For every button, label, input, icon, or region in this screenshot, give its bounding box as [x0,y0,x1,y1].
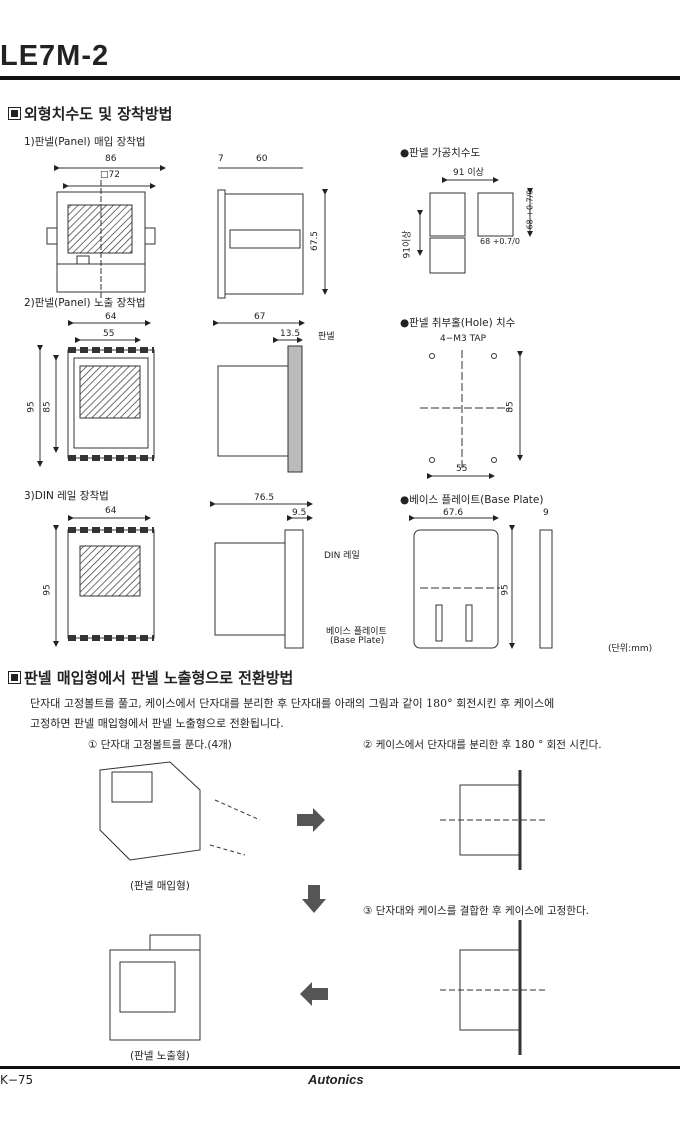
heading-text: 판넬 매입형에서 판넬 노출형으로 전환방법 [24,669,294,687]
dim: 64 [105,506,117,516]
dim: 91이상 [402,230,413,259]
surface-side-view [213,320,305,473]
dim: 67.6 [443,508,464,518]
caption-flush: (판넬 매입형) [130,880,190,892]
callout-panel: 판넬 [318,332,335,342]
paragraph-line: 단자대 고정볼트를 풀고, 케이스에서 단자대를 분리한 후 단자대를 아래의 … [30,697,555,710]
brand-logo: Autonics [308,1072,364,1087]
label-panel-cutout: ●판넬 가공치수도 [400,147,481,159]
dim: 67.5 [310,230,321,252]
dim: 9.5 [292,508,307,518]
mounting-hole-view [420,350,523,479]
section-heading-conversion: 판넬 매입형에서 판넬 노출형으로 전환방법 [8,667,293,688]
dim: 64 [105,312,117,322]
label-base-plate: ●베이스 플레이트(Base Plate) [400,494,544,506]
dim: 13.5 [280,329,301,339]
dim: 85 [505,401,516,413]
square-bullet-icon [8,107,21,120]
callout-din-rail: DIN 레일 [324,551,360,561]
dim: □72 [100,170,120,180]
dim: 55 [456,464,468,474]
dim: 91 이상 [453,168,484,178]
dim: 68 +0.7/0 [480,237,520,246]
page-title: LE7M-2 [0,40,110,72]
dim: 95 [500,584,511,596]
panel-cutout-view [417,177,533,274]
flush-side-view [217,167,328,299]
dim: 85 [42,401,53,413]
step-1: ① 단자대 고정볼트를 푼다.(4개) [88,739,232,751]
footer-rule [0,1066,680,1069]
label-din: 3)DIN 레일 장착법 [24,490,109,502]
callout-base-plate: 베이스 플레이트 [326,627,387,637]
dim: 9 [543,508,549,518]
dim: 76.5 [254,493,275,503]
section-heading-dimensions: 외형치수도 및 장착방법 [8,103,172,124]
step-2: ② 케이스에서 단자대를 분리한 후 180 ° 회전 시킨다. [363,739,602,751]
unit-label: (단위:mm) [608,644,653,654]
surface-front-view [37,320,155,467]
page-number: K−75 [0,1073,34,1087]
dim: 7 [218,154,224,164]
label-hole: ●판넬 취부홀(Hole) 치수 [400,317,516,329]
arrow-left-icon [300,982,328,1006]
arrow-down-icon [302,885,326,913]
dim: 67 [254,312,266,322]
square-bullet-icon [8,671,21,684]
callout-base-plate-en: (Base Plate) [330,636,385,646]
conversion-step3-figure [440,920,545,1055]
conversion-result-figure [109,934,201,1041]
dim: 95 [42,584,53,596]
din-side-view [210,501,313,649]
flow-arrows [297,808,328,1006]
dim: 68 +0.7/0 [525,189,535,230]
conversion-step2-figure [440,770,545,870]
dim: 95 [26,401,37,413]
heading-text: 외형치수도 및 장착방법 [24,105,173,123]
step-3: ③ 단자대와 케이스를 결합한 후 케이스에 고정한다. [363,905,589,917]
dim: 55 [103,329,115,339]
conversion-step1-figure [99,761,261,861]
dim: 86 [105,154,117,164]
paragraph-line: 고정하면 판넬 매입형에서 판넬 노출형으로 전환됩니다. [30,717,284,730]
dim: 60 [256,154,268,164]
caption-surface: (판넬 노출형) [130,1050,190,1062]
arrow-right-icon [297,808,325,832]
tap-label: 4−M3 TAP [440,334,487,344]
base-plate-view [409,515,553,649]
label-panel-flush: 1)판넬(Panel) 매입 장착법 [24,136,146,148]
label-panel-surface: 2)판넬(Panel) 노출 장착법 [24,297,146,309]
din-front-view [53,515,155,647]
title-rule [0,76,680,80]
flush-front-view [46,165,166,300]
